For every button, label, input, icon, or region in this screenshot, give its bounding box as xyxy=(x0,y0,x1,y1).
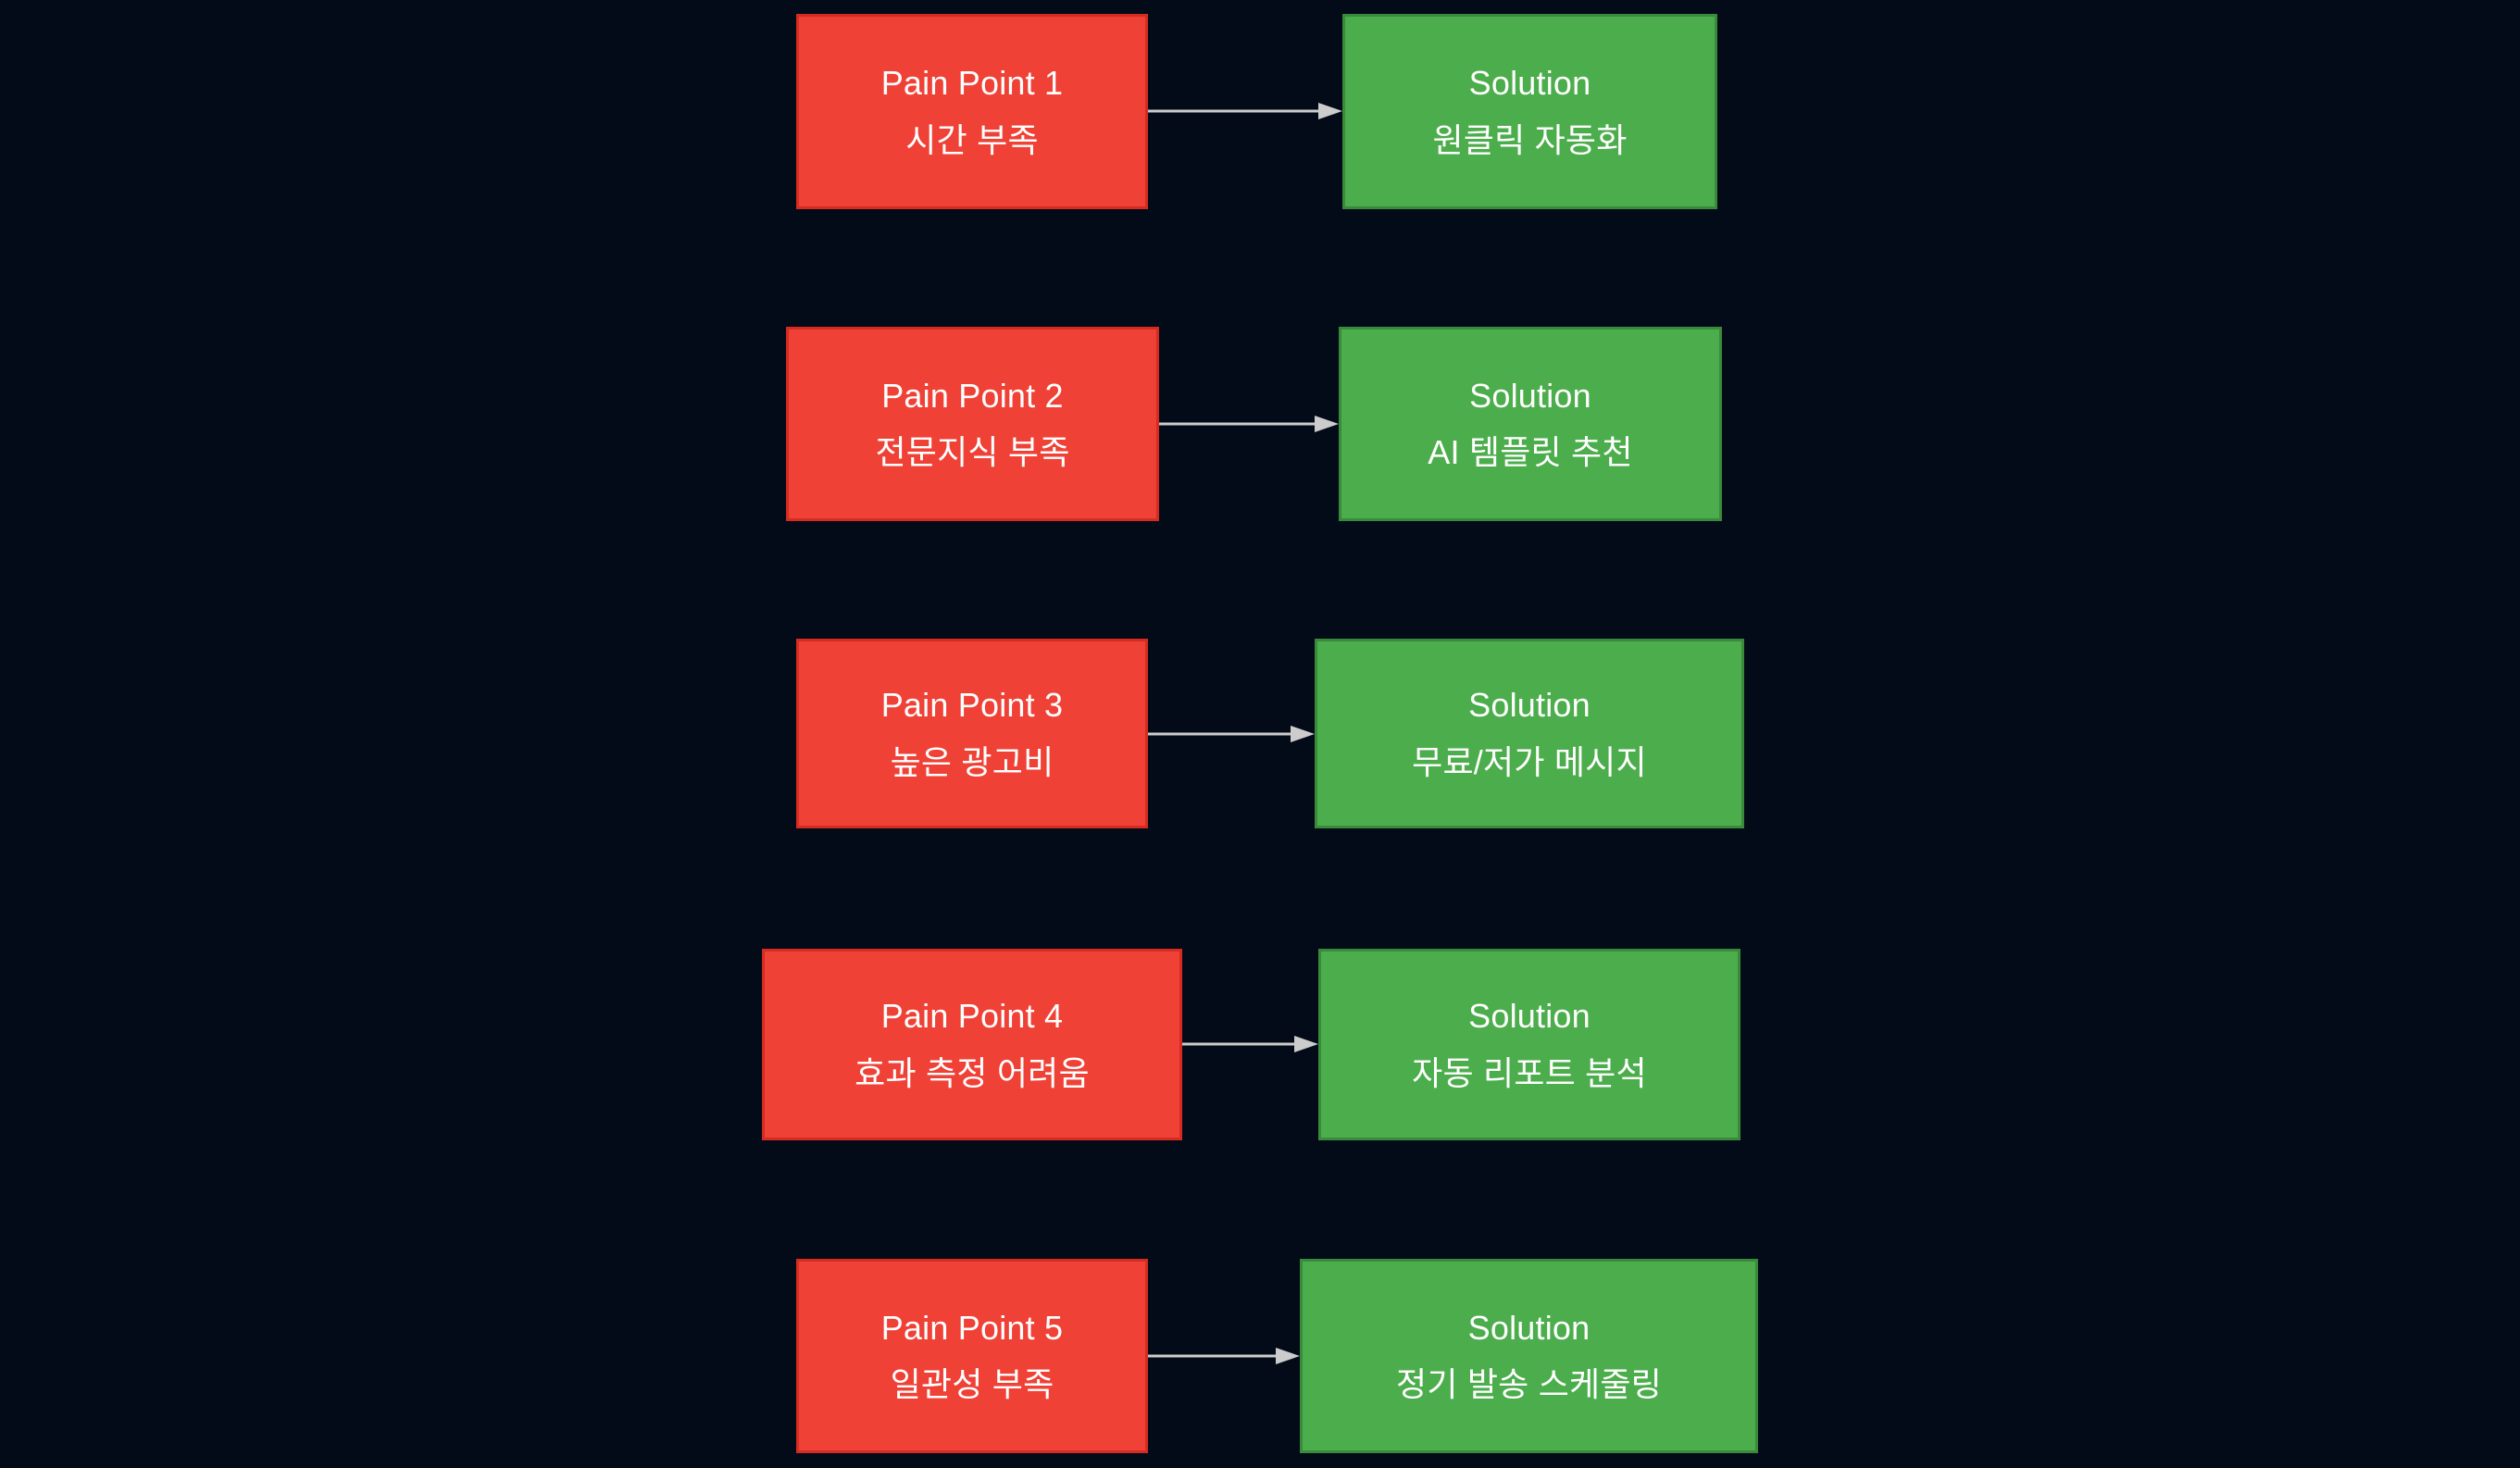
solution-title-5: Solution xyxy=(1467,1308,1591,1347)
solution-detail-2: AI 템플릿 추천 xyxy=(1428,433,1633,471)
pain-point-title-1: Pain Point 1 xyxy=(880,64,1064,103)
pain-point-detail-1: 시간 부족 xyxy=(905,120,1039,159)
solution-title-2: Solution xyxy=(1469,376,1591,415)
pain-point-node-1[interactable]: Pain Point 1 시간 부족 xyxy=(796,14,1148,209)
solution-node-5[interactable]: Solution 정기 발송 스케줄링 xyxy=(1300,1259,1758,1453)
pain-point-node-5[interactable]: Pain Point 5 일관성 부족 xyxy=(796,1259,1148,1453)
pain-point-node-4[interactable]: Pain Point 4 효과 측정 어려움 xyxy=(762,949,1182,1140)
arrow-1 xyxy=(1148,102,1342,120)
solution-node-4[interactable]: Solution 자동 리포트 분석 xyxy=(1318,949,1740,1140)
pain-point-detail-4: 효과 측정 어려움 xyxy=(855,1053,1090,1092)
pain-point-title-2: Pain Point 2 xyxy=(881,376,1064,415)
pain-point-node-3[interactable]: Pain Point 3 높은 광고비 xyxy=(796,639,1148,828)
pain-point-title-5: Pain Point 5 xyxy=(880,1308,1064,1347)
solution-title-4: Solution xyxy=(1468,997,1591,1036)
pain-point-detail-2: 전문지식 부족 xyxy=(875,433,1070,471)
arrow-5 xyxy=(1148,1347,1300,1365)
pain-point-detail-3: 높은 광고비 xyxy=(890,742,1054,781)
solution-detail-1: 원클릭 자동화 xyxy=(1432,120,1628,159)
pain-point-title-3: Pain Point 3 xyxy=(880,686,1064,725)
pain-point-detail-5: 일관성 부족 xyxy=(890,1365,1054,1403)
solution-detail-4: 자동 리포트 분석 xyxy=(1412,1053,1647,1092)
arrow-4 xyxy=(1182,1035,1318,1053)
arrow-3 xyxy=(1148,725,1315,743)
solution-title-3: Solution xyxy=(1468,686,1591,725)
pain-point-node-2[interactable]: Pain Point 2 전문지식 부족 xyxy=(786,327,1159,521)
solution-node-1[interactable]: Solution 원클릭 자동화 xyxy=(1342,14,1717,209)
solution-detail-5: 정기 발송 스케줄링 xyxy=(1396,1365,1662,1403)
solution-node-3[interactable]: Solution 무료/저가 메시지 xyxy=(1315,639,1744,828)
solution-detail-3: 무료/저가 메시지 xyxy=(1412,742,1647,781)
arrow-2 xyxy=(1159,415,1339,433)
solution-title-1: Solution xyxy=(1468,64,1591,103)
solution-node-2[interactable]: Solution AI 템플릿 추천 xyxy=(1339,327,1722,521)
pain-point-title-4: Pain Point 4 xyxy=(880,997,1064,1036)
